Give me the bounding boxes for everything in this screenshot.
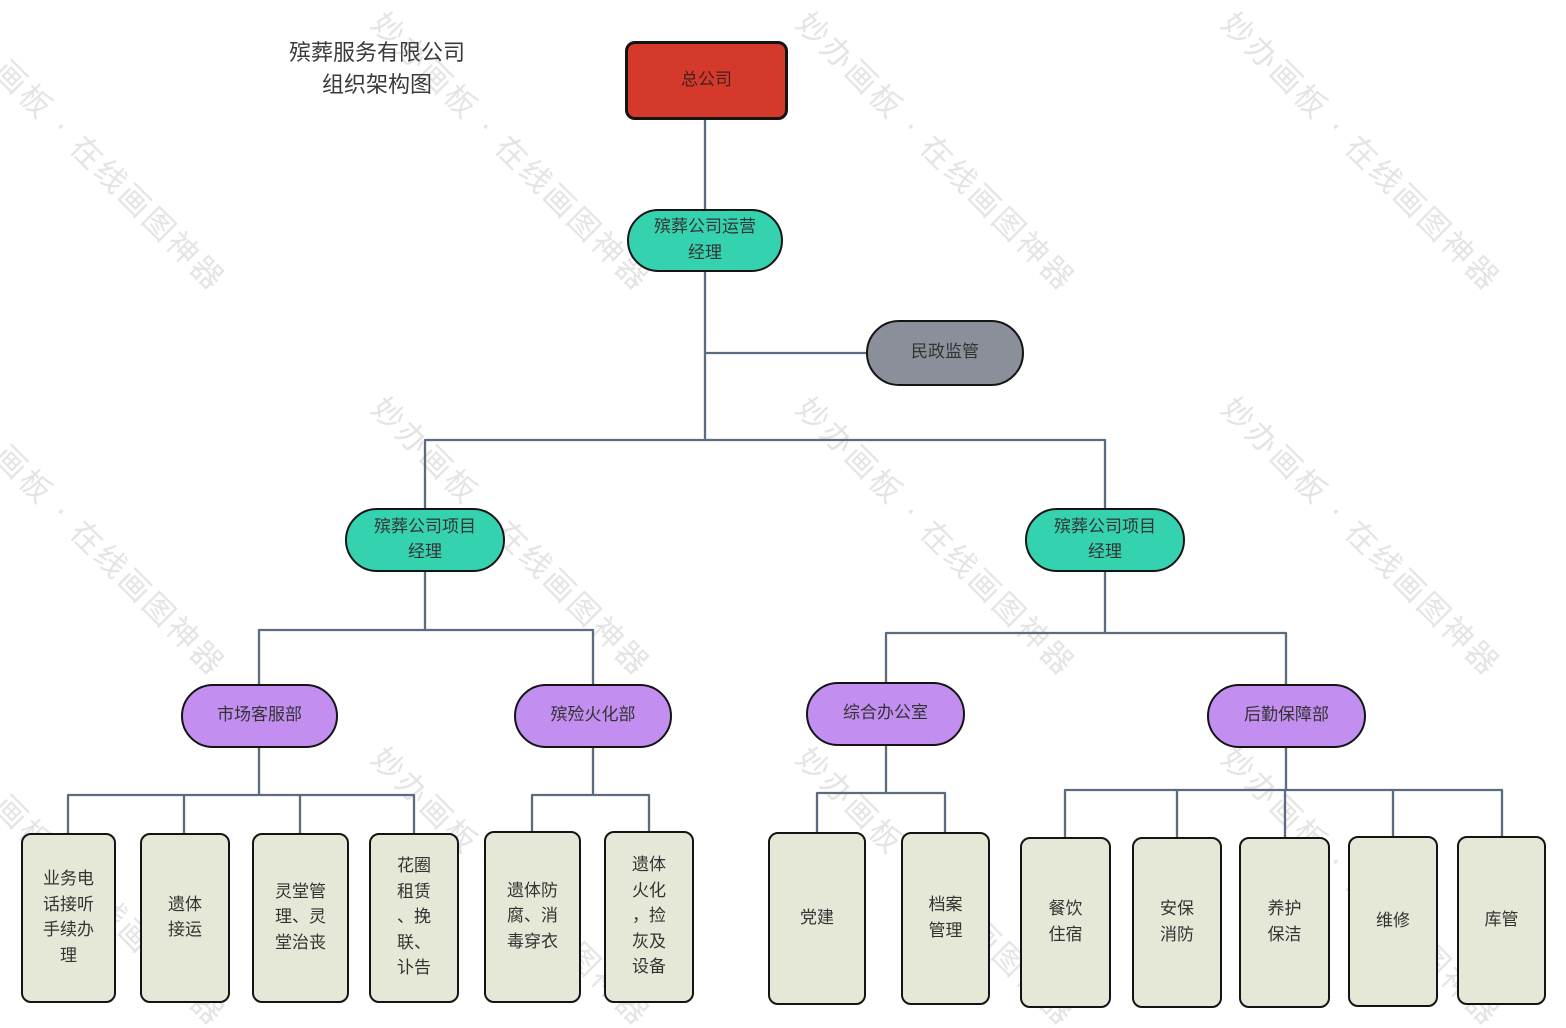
node-wreath-rental-obituary[interactable]: 花圈 租赁 、挽 联、 讣告 [369,833,459,1003]
node-body-embalming-disinfection[interactable]: 遗体防 腐、消 毒穿衣 [484,831,581,1003]
node-head-office[interactable]: 总公司 [625,41,788,120]
diagram-title: 殡葬服务有限公司 组织架构图 [288,41,465,98]
node-maintenance-cleaning[interactable]: 养护 保洁 [1239,837,1330,1008]
connector-pm-left-to-depts [257,628,595,684]
node-warehouse-management[interactable]: 库管 [1457,836,1546,1005]
node-body-cremation-ash-equipment[interactable]: 遗体 火化 ，捡 灰及 设备 [604,831,694,1003]
node-phone-answering-procedures[interactable]: 业务电 话接听 手续办 理 [21,833,116,1003]
node-archives-management[interactable]: 档案 管理 [901,832,990,1005]
node-mourning-hall-management[interactable]: 灵堂管 理、灵 堂治丧 [252,833,349,1003]
connector-market-to-leaves [66,793,416,833]
connector-funeral-to-leaves [530,793,651,831]
node-repairs[interactable]: 维修 [1348,836,1438,1007]
node-project-manager-left[interactable]: 殡葬公司项目 经理 [345,508,505,572]
node-operations-manager[interactable]: 殡葬公司运营 经理 [627,209,783,272]
node-funeral-cremation-dept[interactable]: 殡殓火化部 [514,684,672,748]
node-civil-affairs-supervision[interactable]: 民政监管 [866,320,1024,386]
connector-pm-right-to-depts [884,631,1288,684]
node-body-transport[interactable]: 遗体 接运 [140,833,230,1003]
node-security-fire-control[interactable]: 安保 消防 [1132,837,1222,1008]
connector-office-to-leaves [815,791,947,832]
node-project-manager-right[interactable]: 殡葬公司项目 经理 [1025,508,1185,572]
node-logistics-support-dept[interactable]: 后勤保障部 [1207,684,1366,748]
connector-logistics-to-leaves [1063,788,1504,837]
node-general-office[interactable]: 综合办公室 [806,682,965,746]
node-market-customer-service-dept[interactable]: 市场客服部 [181,684,338,748]
node-party-building[interactable]: 党建 [768,832,866,1005]
node-catering-accommodation[interactable]: 餐饮 住宿 [1020,837,1111,1008]
connector-split-to-project-managers [423,438,1107,508]
